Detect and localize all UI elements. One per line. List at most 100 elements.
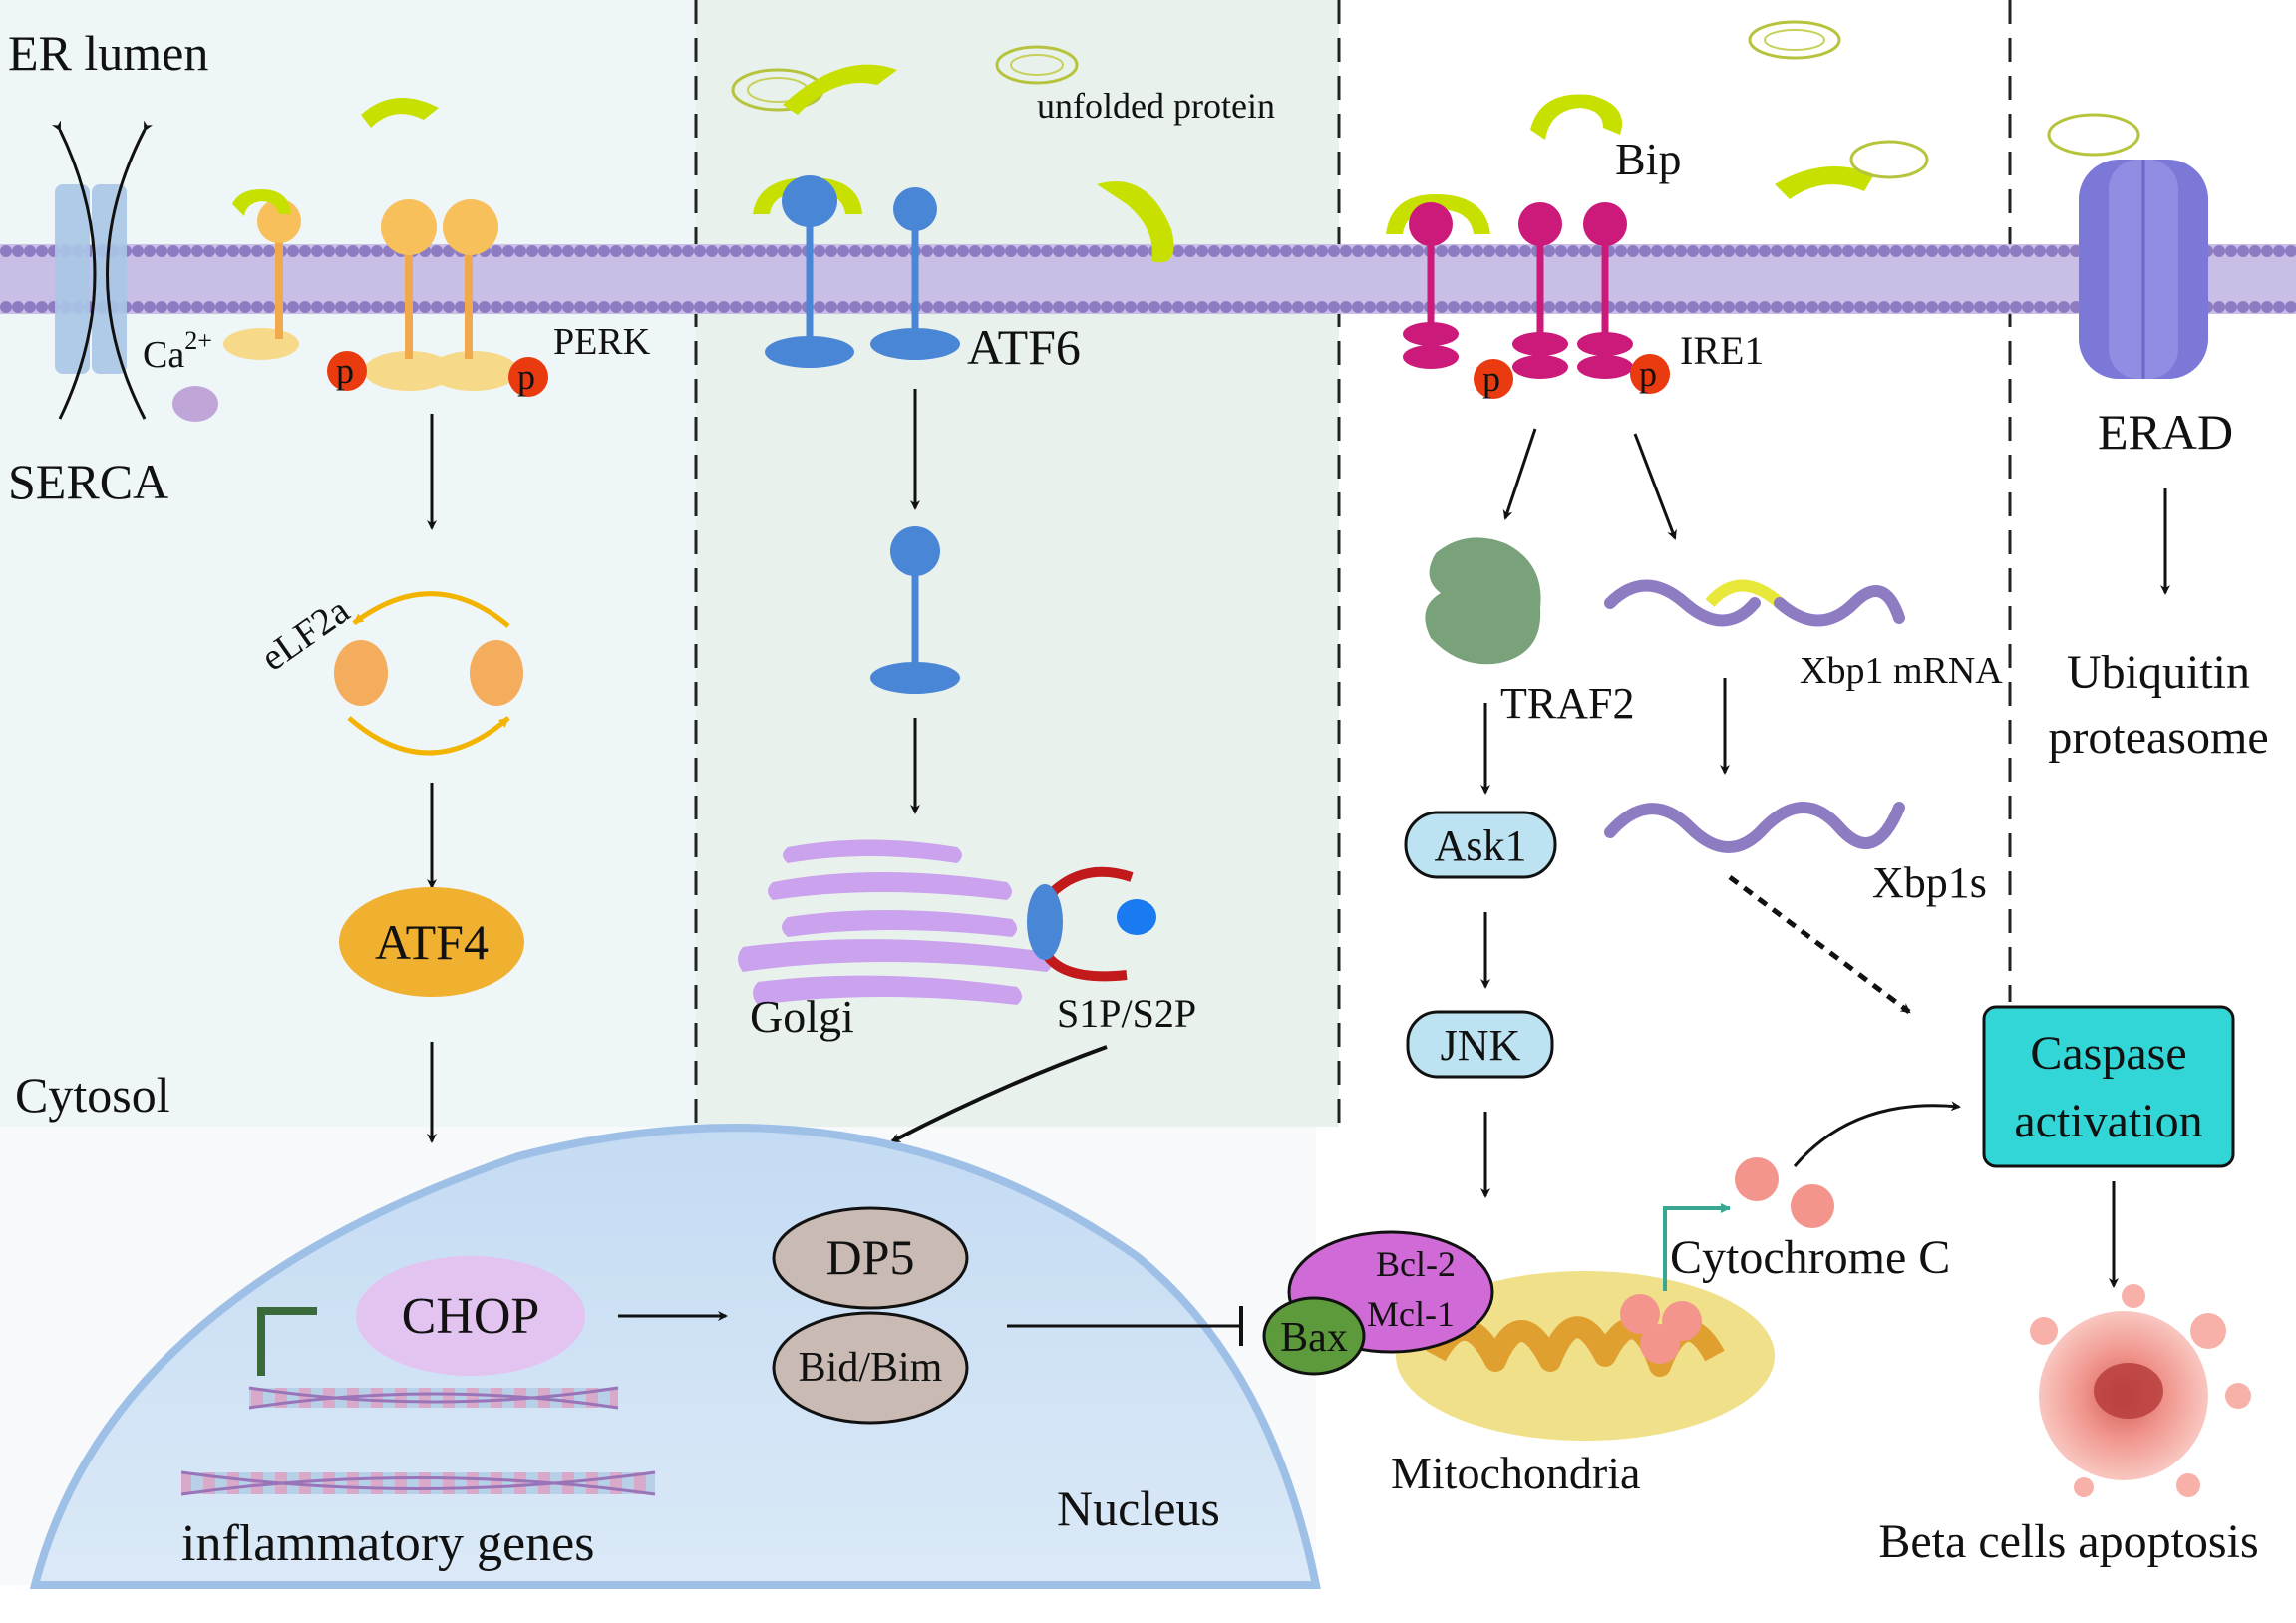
bip-chaperone-floating-4 (1775, 166, 1874, 199)
lipid-head (156, 301, 167, 313)
lipid-head (36, 301, 48, 313)
bid-bim-inhibits-bax (1007, 1306, 1243, 1346)
dna-strand-2 (180, 1470, 656, 1496)
lipid-head (1232, 245, 1244, 257)
lipid-head (682, 301, 694, 313)
lipid-head (694, 301, 706, 313)
lipid-head (1137, 301, 1148, 313)
lipid-head (742, 301, 754, 313)
bcl2-label: Bcl-2 (1376, 1244, 1456, 1284)
lipid-head (945, 301, 957, 313)
lipid-head (24, 245, 36, 257)
lipid-head (682, 245, 694, 257)
lipid-head (2213, 245, 2225, 257)
lipid-head (502, 245, 514, 257)
lipid-head (2022, 245, 2034, 257)
cytosol-label: Cytosol (15, 1067, 170, 1123)
lipid-head (1340, 301, 1352, 313)
dp5-node (772, 1206, 969, 1310)
ire1-phospho-1-label: p (1482, 359, 1500, 399)
lipid-head (730, 301, 742, 313)
xbp1-mrna-label: Xbp1 mRNA (1800, 650, 2003, 692)
lipid-head (885, 301, 897, 313)
bid-bim-label: Bid/Bim (799, 1345, 943, 1391)
lipid-head (1579, 301, 1591, 313)
lipid-head (1579, 245, 1591, 257)
lipid-head (1687, 245, 1699, 257)
lipid-head (1483, 301, 1495, 313)
lipid-head (179, 245, 191, 257)
bip-chaperone-floating-1 (361, 98, 439, 128)
lipid-head (562, 301, 574, 313)
lipid-head (1591, 245, 1603, 257)
lipid-head (514, 301, 526, 313)
lipid-head (538, 301, 550, 313)
lipid-head (849, 301, 861, 313)
lipid-head (1723, 301, 1735, 313)
lipid-head (1555, 245, 1567, 257)
lipid-head (1902, 245, 1914, 257)
bip-chaperone-floating-2 (783, 64, 897, 115)
lipid-head (239, 301, 251, 313)
lipid-head (311, 245, 323, 257)
lipid-head (718, 301, 730, 313)
lipid-head (287, 301, 299, 313)
lipid-head (1412, 245, 1424, 257)
lipid-head (1567, 245, 1579, 257)
lipid-head (1771, 245, 1783, 257)
lipid-head (1400, 245, 1412, 257)
lipid-head (1974, 301, 1986, 313)
erad-channel (2079, 160, 2208, 379)
lipid-head (1077, 301, 1089, 313)
lipid-head (2058, 301, 2070, 313)
ire1-receptor-3 (1577, 202, 1633, 379)
lipid-head (1125, 301, 1137, 313)
lipid-head (2010, 301, 2022, 313)
perk-receptor-3 (429, 199, 518, 391)
lipid-head (1675, 301, 1687, 313)
s1p-s2p-label: S1P/S2P (1057, 991, 1196, 1036)
lipid-head (1747, 245, 1759, 257)
lipid-head (2022, 301, 2034, 313)
lipid-head (1998, 301, 2010, 313)
lipid-head (479, 301, 491, 313)
lipid-head (1304, 301, 1316, 313)
perk-phospho-1 (327, 351, 367, 391)
ire1-label: IRE1 (1680, 328, 1764, 373)
er-membrane (0, 244, 2296, 314)
lipid-head (610, 245, 622, 257)
bip-label: Bip (1615, 134, 1681, 184)
ask1-label: Ask1 (1435, 821, 1527, 870)
lipid-head (1902, 301, 1914, 313)
lipid-head (969, 245, 981, 257)
xbp1-mrna (1604, 579, 1905, 627)
mitochondria-label: Mitochondria (1391, 1448, 1640, 1498)
lipid-head (730, 245, 742, 257)
lipid-head (502, 301, 514, 313)
lipid-head (2261, 245, 2273, 257)
lipid-head (1639, 301, 1651, 313)
ire1-phospho-2-label: p (1639, 354, 1657, 394)
lipid-head (359, 301, 371, 313)
atf6-receptor-2 (870, 187, 960, 360)
lipid-head (491, 245, 502, 257)
lipid-head (2010, 245, 2022, 257)
lipid-head (1053, 301, 1065, 313)
caspase-label-line2: activation (2014, 1095, 2202, 1147)
lipid-head (1172, 245, 1184, 257)
lipid-head (550, 245, 562, 257)
unfolded-protein-label: unfolded protein (1037, 86, 1275, 126)
lipid-head (1890, 245, 1902, 257)
lipid-head (1663, 301, 1675, 313)
lipid-head (1448, 245, 1460, 257)
erad-label: ERAD (2098, 404, 2233, 460)
lipid-head (957, 245, 969, 257)
lipid-head (2261, 301, 2273, 313)
lipid-head (1113, 245, 1125, 257)
lipid-head (1998, 245, 2010, 257)
lipid-head (167, 245, 179, 257)
lipid-head (371, 301, 383, 313)
lipid-head (1866, 301, 1878, 313)
lipid-head (1065, 301, 1077, 313)
lipid-head (1507, 301, 1519, 313)
